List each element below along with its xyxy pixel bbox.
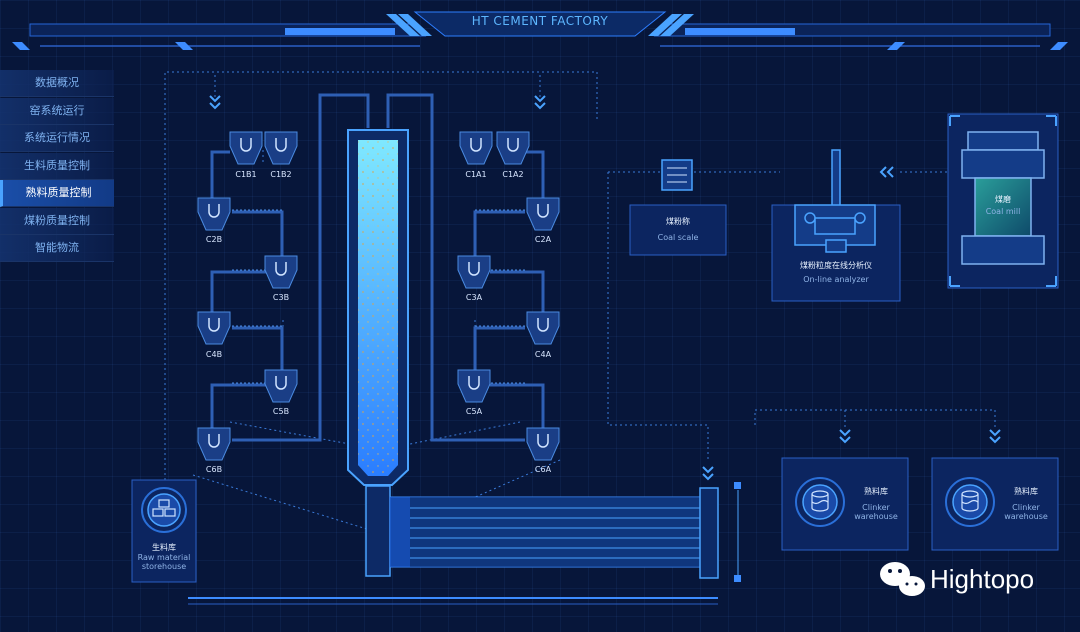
sidebar-item-clinker-quality[interactable]: 熟料质量控制 bbox=[0, 180, 114, 207]
watermark-text: Hightopo bbox=[930, 564, 1035, 594]
header-bar: HT CEMENT FACTORY bbox=[0, 0, 1080, 56]
preheater-tower bbox=[347, 129, 409, 577]
coal-mill-cn: 煤磨 bbox=[995, 195, 1011, 204]
raw-storehouse-cn: 生料库 bbox=[152, 543, 176, 552]
rotary-kiln bbox=[188, 482, 741, 605]
analyzer-label[interactable]: 煤粉粒度在线分析仪 On-line analyzer bbox=[772, 260, 900, 284]
clinker-1-en-1: Clinker bbox=[862, 503, 890, 512]
chevron-left-icon bbox=[879, 166, 894, 178]
chevron-down-icon bbox=[209, 95, 1001, 481]
coal-scale-cn: 煤粉称 bbox=[666, 217, 690, 226]
coal-mill-label[interactable]: 煤磨 Coal mill bbox=[975, 194, 1031, 216]
wechat-icon bbox=[880, 562, 925, 596]
storehouse-icon bbox=[152, 499, 176, 517]
cyclone-pipes-b bbox=[210, 93, 370, 442]
clinker-1-cn: 熟料库 bbox=[864, 487, 888, 496]
sidebar-item-kiln-system[interactable]: 窑系统运行 bbox=[0, 97, 114, 125]
cyclone-icons bbox=[197, 131, 560, 461]
clinker-1-label[interactable]: 熟料库 Clinker warehouse bbox=[848, 486, 904, 521]
sidebar-item-raw-quality[interactable]: 生料质量控制 bbox=[0, 152, 114, 180]
cyclone-u-marks bbox=[208, 138, 549, 448]
header-decoration bbox=[12, 11, 1068, 50]
coal-scale-label[interactable]: 煤粉称 Coal scale bbox=[630, 216, 726, 242]
analyzer-icon bbox=[794, 149, 876, 253]
sidebar-item-smart-logistics[interactable]: 智能物流 bbox=[0, 235, 114, 262]
raw-storehouse-panel bbox=[131, 479, 197, 583]
sidebar-item-system-status[interactable]: 系统运行情况 bbox=[0, 125, 114, 152]
cyclone-label-c2b: C2B bbox=[205, 235, 223, 244]
cyclone-label-c2a: C2A bbox=[534, 235, 552, 244]
cyclone-label-c3b: C3B bbox=[272, 293, 290, 302]
cyclone-label-c1a1: C1A1 bbox=[465, 170, 487, 179]
analyzer-cn: 煤粉粒度在线分析仪 bbox=[800, 261, 872, 270]
sidebar-item-data-overview[interactable]: 数据概况 bbox=[0, 70, 114, 97]
clinker-1-en-2: warehouse bbox=[854, 512, 898, 521]
cyclone-label-c4b: C4B bbox=[205, 350, 223, 359]
clinker-panel-2 bbox=[931, 457, 1059, 551]
clinker-2-en-2: warehouse bbox=[1004, 512, 1048, 521]
coal-scale-panel bbox=[629, 159, 727, 256]
clinker-2-en-1: Clinker bbox=[1012, 503, 1040, 512]
page-title: HT CEMENT FACTORY bbox=[471, 14, 609, 28]
sidebar-nav: 数据概况 窑系统运行 系统运行情况 生料质量控制 熟料质量控制 煤粉质量控制 智… bbox=[0, 70, 114, 263]
cyclone-label-c1a2: C1A2 bbox=[502, 170, 524, 179]
clinker-2-cn: 熟料库 bbox=[1014, 487, 1038, 496]
cyclone-label-c6a: C6A bbox=[534, 465, 552, 474]
coal-scale-en: Coal scale bbox=[657, 233, 699, 242]
raw-storehouse-label[interactable]: 生料库 Raw material storehouse bbox=[132, 542, 196, 571]
cyclone-label-c1b2: C1B2 bbox=[270, 170, 292, 179]
cyclone-pipes-a bbox=[386, 93, 545, 442]
clinker-2-label[interactable]: 熟料库 Clinker warehouse bbox=[998, 486, 1054, 521]
cyclone-label-c1b1: C1B1 bbox=[235, 170, 257, 179]
sidebar-item-coal-quality[interactable]: 煤粉质量控制 bbox=[0, 207, 114, 235]
analyzer-panel bbox=[771, 149, 901, 302]
raw-storehouse-en-1: Raw material bbox=[137, 553, 191, 562]
cyclone-label-c5b: C5B bbox=[272, 407, 290, 416]
warehouse-icon bbox=[811, 490, 829, 512]
warehouse-icon bbox=[961, 490, 979, 512]
cyclone-label-c5a: C5A bbox=[465, 407, 483, 416]
coal-mill-en: Coal mill bbox=[985, 207, 1021, 216]
scale-icon bbox=[667, 167, 687, 183]
analyzer-en: On-line analyzer bbox=[803, 275, 869, 284]
coal-mill-panel bbox=[947, 113, 1059, 289]
clinker-panel-1 bbox=[781, 457, 909, 551]
raw-storehouse-en-2: storehouse bbox=[141, 562, 187, 571]
cyclone-label-c3a: C3A bbox=[465, 293, 483, 302]
cyclone-label-c6b: C6B bbox=[205, 465, 223, 474]
cyclone-label-c4a: C4A bbox=[534, 350, 552, 359]
